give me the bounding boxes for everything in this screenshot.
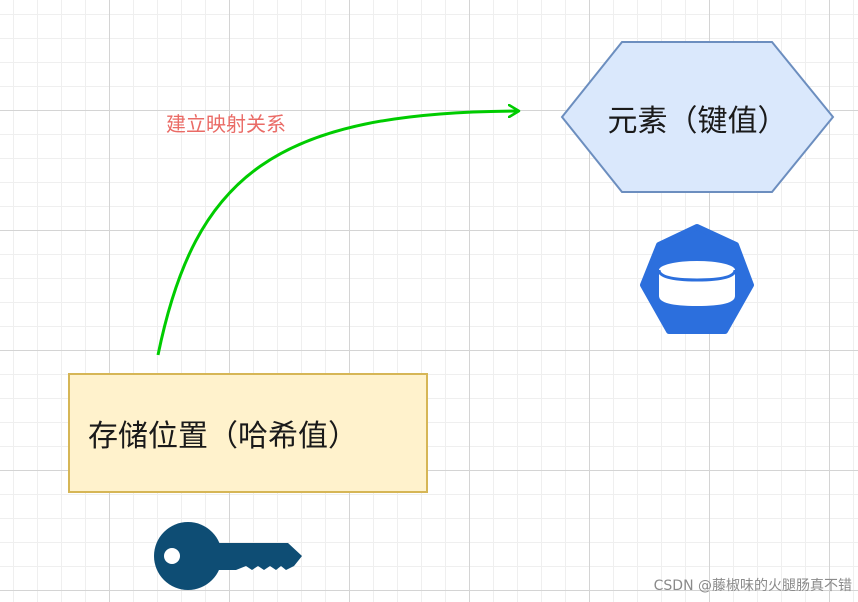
- storage-node[interactable]: 存储位置（哈希值）: [68, 373, 428, 493]
- database-icon: [640, 224, 754, 334]
- mapping-label: 建立映射关系: [166, 112, 286, 136]
- key-icon: [154, 522, 302, 590]
- element-hexagon[interactable]: [560, 41, 835, 193]
- storage-node-label: 存储位置（哈希值）: [88, 419, 358, 454]
- watermark: CSDN @藤椒味的火腿肠真不错: [653, 578, 852, 594]
- mapping-arrow[interactable]: [156, 111, 518, 356]
- element-node-label: 元素（键值）: [607, 104, 788, 139]
